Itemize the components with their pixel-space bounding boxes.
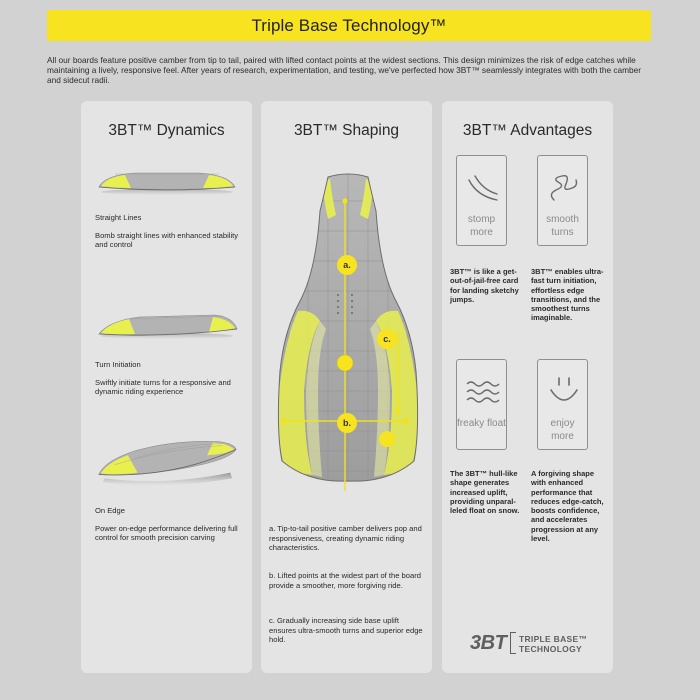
enjoy-more-text: A forgiving shape with enhanced performa…	[531, 469, 604, 544]
3bt-logo: 3BT TRIPLE BASE™ TECHNOLOGY	[470, 631, 590, 657]
snowboard-top-view-illustration	[277, 173, 419, 491]
shaping-note-b: b. Lifted points at the widest part of t…	[269, 571, 421, 590]
turn-initiation-label: Turn Initiation	[95, 360, 141, 369]
smooth-turns-text: 3BT™ enables ultra-fast turn initiation,…	[531, 267, 604, 323]
shaping-note-c: c. Gradually increasing side base uplift…	[269, 616, 423, 645]
advantages-title: 3BT™ Advantages	[462, 122, 593, 139]
freaky-float-label: freaky float	[457, 418, 506, 429]
shaping-panel: 3BT™ Shaping	[261, 101, 432, 673]
turn-initiation-board-illustration	[98, 314, 238, 339]
straight-lines-label: Straight Lines	[95, 213, 142, 222]
marker-a-badge: a.	[337, 255, 357, 275]
marker-c-badge: c.	[377, 329, 397, 349]
page-title: Triple Base Technology™	[251, 15, 447, 35]
straight-lines-desc: Bomb straight lines with enhanced stabil…	[95, 231, 239, 250]
dynamics-panel: 3BT™ Dynamics Straight Lines Bomb straig…	[81, 101, 252, 673]
freaky-float-card: freaky float	[456, 359, 507, 450]
3bt-logo-mark: 3BT	[470, 632, 507, 654]
stomp-more-card: stomp more	[456, 155, 507, 246]
turn-initiation-desc: Swiftly initiate turns for a responsive …	[95, 378, 231, 397]
smooth-squiggle-icon	[550, 174, 578, 201]
stomp-curve-icon	[468, 175, 498, 201]
on-edge-label: On Edge	[95, 506, 125, 515]
stomp-more-text: 3BT™ is like a get-out-of-jail-free card…	[450, 267, 519, 304]
marker-c	[379, 431, 395, 447]
smooth-turns-label: smooth turns	[546, 214, 579, 238]
advantages-panel: 3BT™ Advantages stomp more smooth turns …	[442, 101, 613, 673]
stomp-more-label: stomp more	[467, 214, 496, 238]
on-edge-board-illustration	[98, 441, 237, 486]
enjoy-more-label: enjoy more	[550, 418, 575, 442]
title-banner: Triple Base Technology™	[47, 10, 651, 41]
waves-icon	[466, 381, 500, 403]
enjoy-more-card: enjoy more	[537, 359, 588, 450]
dynamics-title: 3BT™ Dynamics	[108, 122, 225, 139]
marker-a	[336, 354, 354, 372]
logo-bracket	[510, 632, 516, 654]
marker-b-badge: b.	[337, 413, 357, 433]
shaping-note-a: a. Tip-to-tail positive camber delivers …	[269, 524, 422, 553]
shaping-title: 3BT™ Shaping	[293, 122, 400, 139]
freaky-float-text: The 3BT™ hull-like shape generates incre…	[450, 469, 520, 516]
straight-lines-board-illustration	[98, 172, 236, 195]
logo-line-1: TRIPLE BASE™	[519, 634, 588, 644]
smooth-turns-card: smooth turns	[537, 155, 588, 246]
logo-line-2: TECHNOLOGY	[519, 644, 582, 654]
on-edge-desc: Power on-edge performance delivering ful…	[95, 524, 238, 543]
smiley-icon	[550, 377, 578, 401]
intro-paragraph: All our boards feature positive camber f…	[47, 55, 642, 85]
